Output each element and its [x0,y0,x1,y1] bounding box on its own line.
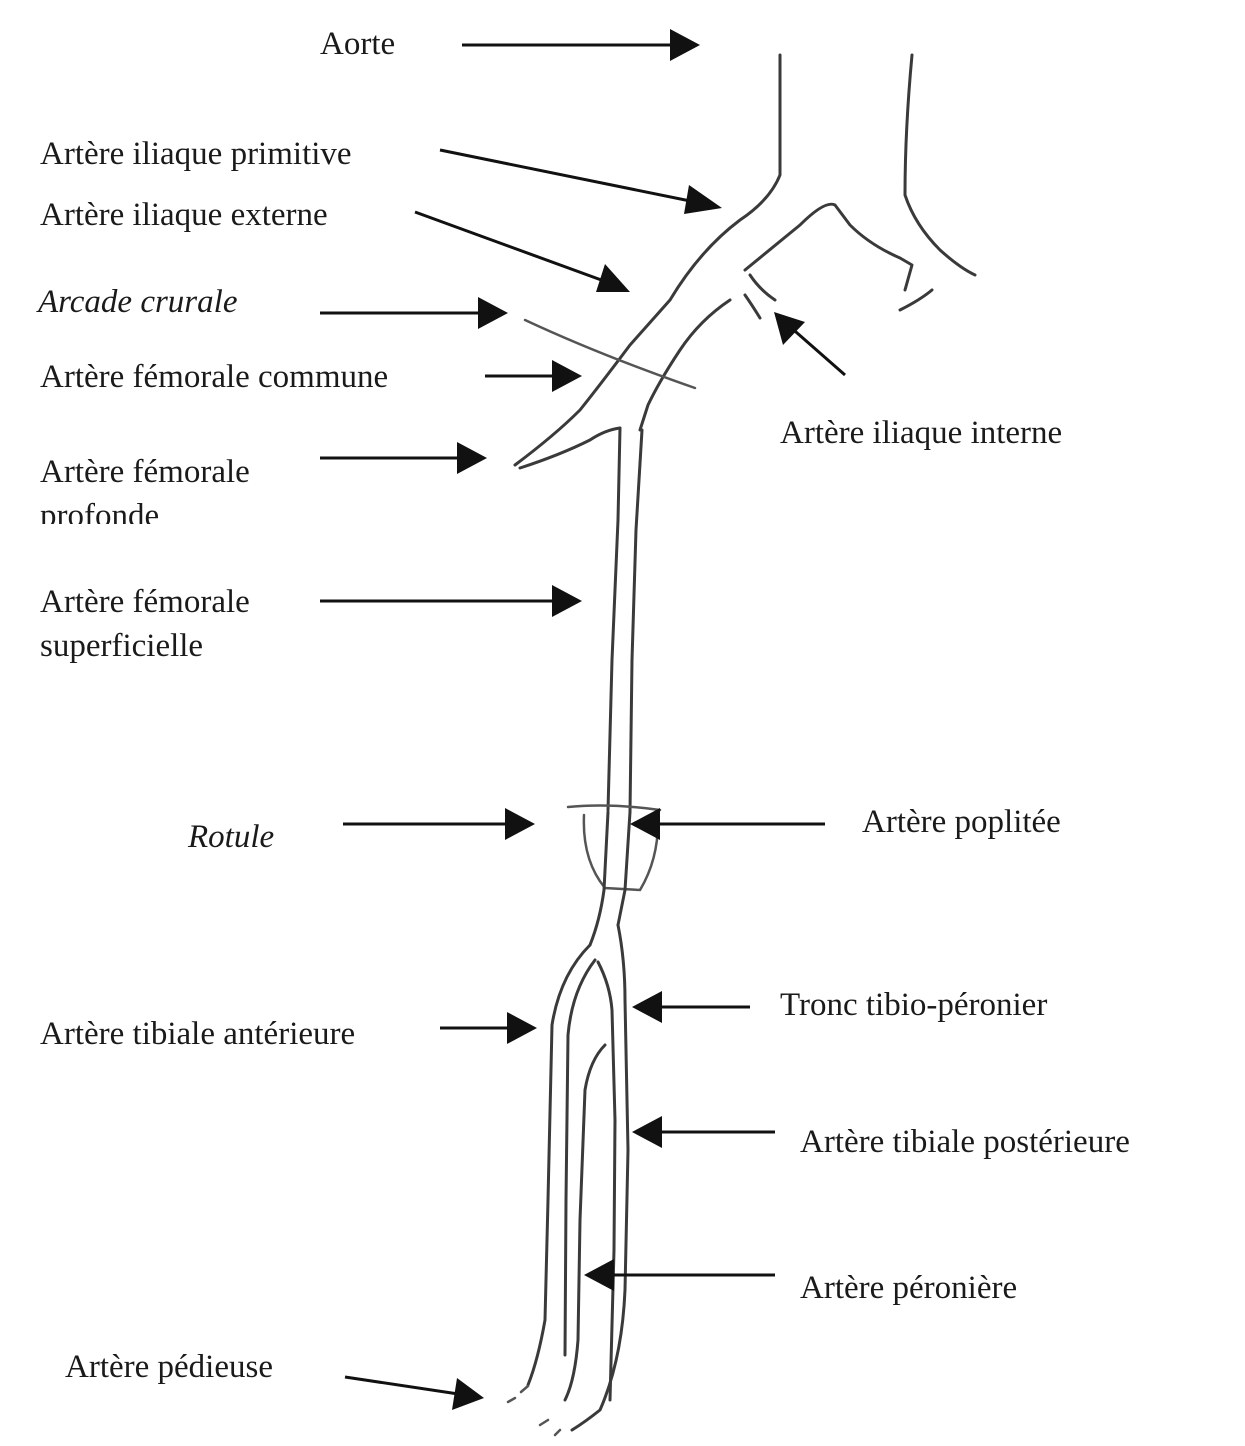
arrowhead-femorale-profonde [457,442,487,474]
arrowhead-iliaque-primitive [684,185,722,214]
arrowhead-tibiale-posterieure [632,1116,662,1148]
femorale-superficielle-right [630,430,642,812]
pedieuse-dashes [508,1386,560,1435]
label-tronc-tibio-peronier: Tronc tibio-péronier [780,983,1047,1027]
arrow-iliaque-primitive [440,150,705,204]
label-femorale-superficielle-line1: Artère fémorale [40,580,250,624]
arrowhead-arcade-crurale [478,297,508,329]
femorale-superficielle-left [608,428,620,810]
arcade-crurale-line [525,320,695,388]
arrowhead-rotule [505,808,535,840]
label-femorale-superficielle-line2: superficielle [40,624,203,668]
arrowhead-peroniere [584,1259,614,1291]
arrowhead-tronc-tibio-peronier [632,991,662,1023]
label-femorale-profonde-line2: profonde [40,494,159,524]
label-iliaque-externe: Artère iliaque externe [40,193,328,237]
arrow-iliaque-externe [415,212,615,285]
tronc-tibio-peronier [598,962,615,1400]
rotule-shape [568,806,660,810]
arrowhead-iliaque-externe [596,264,630,292]
label-iliaque-interne: Artère iliaque interne [780,411,1062,455]
internal-iliac-upper [745,204,912,290]
internal-iliac-lower [745,275,775,318]
arrowhead-aorte [670,29,700,61]
arrowhead-pedieuse [452,1378,484,1410]
arrowhead-poplitee [630,808,660,840]
label-arcade-crurale: Arcade crurale [38,280,237,324]
arrowhead-tibiale-anterieure [507,1012,537,1044]
label-poplitee: Artère poplitée [862,800,1061,844]
label-femorale-commune: Artère fémorale commune [40,355,388,399]
internal-iliac-tip [900,290,932,310]
label-pedieuse: Artère pédieuse [65,1345,273,1389]
arrow-iliaque-interne [788,325,845,375]
label-femorale-profonde-line1: Artère fémorale [40,450,250,494]
peroniere-vessel [565,1045,605,1400]
aorta-right-wall [905,55,975,275]
label-iliaque-primitive: Artère iliaque primitive [40,132,352,176]
label-aorte: Aorte [320,22,395,66]
arrowhead-femorale-commune [552,360,582,392]
arrowhead-femorale-superficielle [552,585,582,617]
label-peroniere: Artère péronière [800,1266,1017,1310]
label-tibiale-anterieure: Artère tibiale antérieure [40,1012,355,1056]
arrow-pedieuse [345,1377,465,1395]
poplitee-vessel [590,812,630,945]
label-tibiale-posterieure: Artère tibiale postérieure [800,1120,1130,1164]
label-rotule: Rotule [188,815,274,859]
arrowhead-iliaque-interne [774,312,805,345]
